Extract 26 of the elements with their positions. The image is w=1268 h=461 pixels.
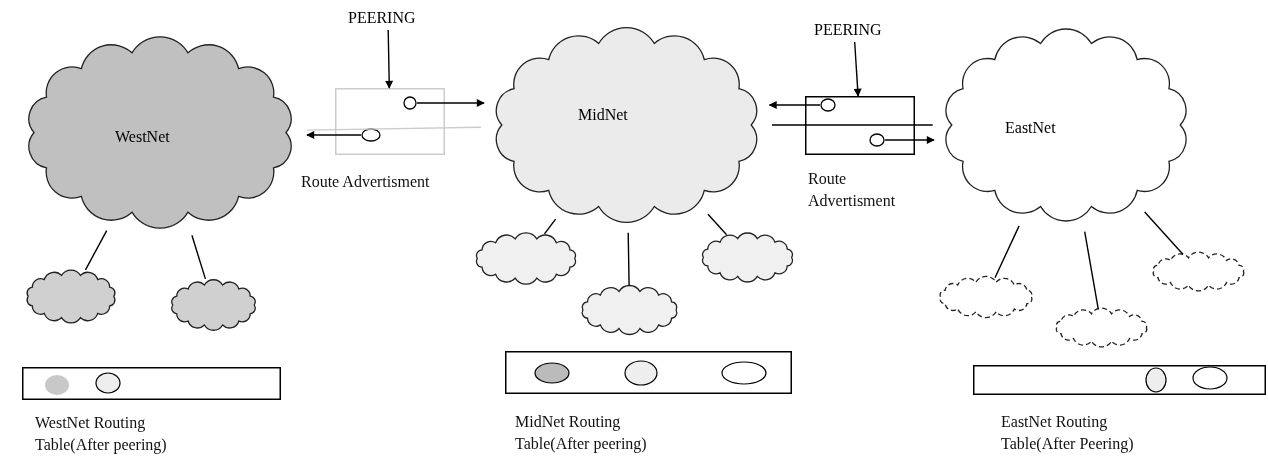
- connector-line: [627, 232, 630, 287]
- network-label: EastNet: [1005, 118, 1056, 138]
- table-caption: EastNet Routing Table(After Peering): [1001, 412, 1135, 455]
- arrow: [385, 29, 394, 89]
- network-label: MidNet: [578, 105, 628, 125]
- table-caption: WestNet Routing Table(After peering): [35, 413, 168, 456]
- connector-line: [1084, 231, 1099, 311]
- connector-line: [1144, 211, 1184, 255]
- connector-line: [543, 218, 557, 235]
- connector-line: [84, 230, 108, 271]
- peering-label: PEERING: [348, 8, 416, 28]
- annotation-text: Route Advertisment: [808, 169, 897, 211]
- peering-label: PEERING: [814, 20, 882, 40]
- annotation-text: Route Advertisment: [301, 172, 431, 192]
- connector-line: [771, 124, 934, 126]
- table-caption: MidNet Routing Table(After peering): [515, 412, 648, 455]
- arrow: [768, 101, 821, 109]
- arrow: [306, 131, 362, 139]
- arrow: [416, 99, 485, 107]
- connector-line: [191, 234, 207, 280]
- arrow: [853, 41, 862, 97]
- connector-line: [306, 126, 482, 131]
- connector-line: [707, 213, 728, 236]
- network-label: WestNet: [115, 127, 170, 147]
- connector-line: [994, 225, 1020, 279]
- arrow: [884, 136, 935, 144]
